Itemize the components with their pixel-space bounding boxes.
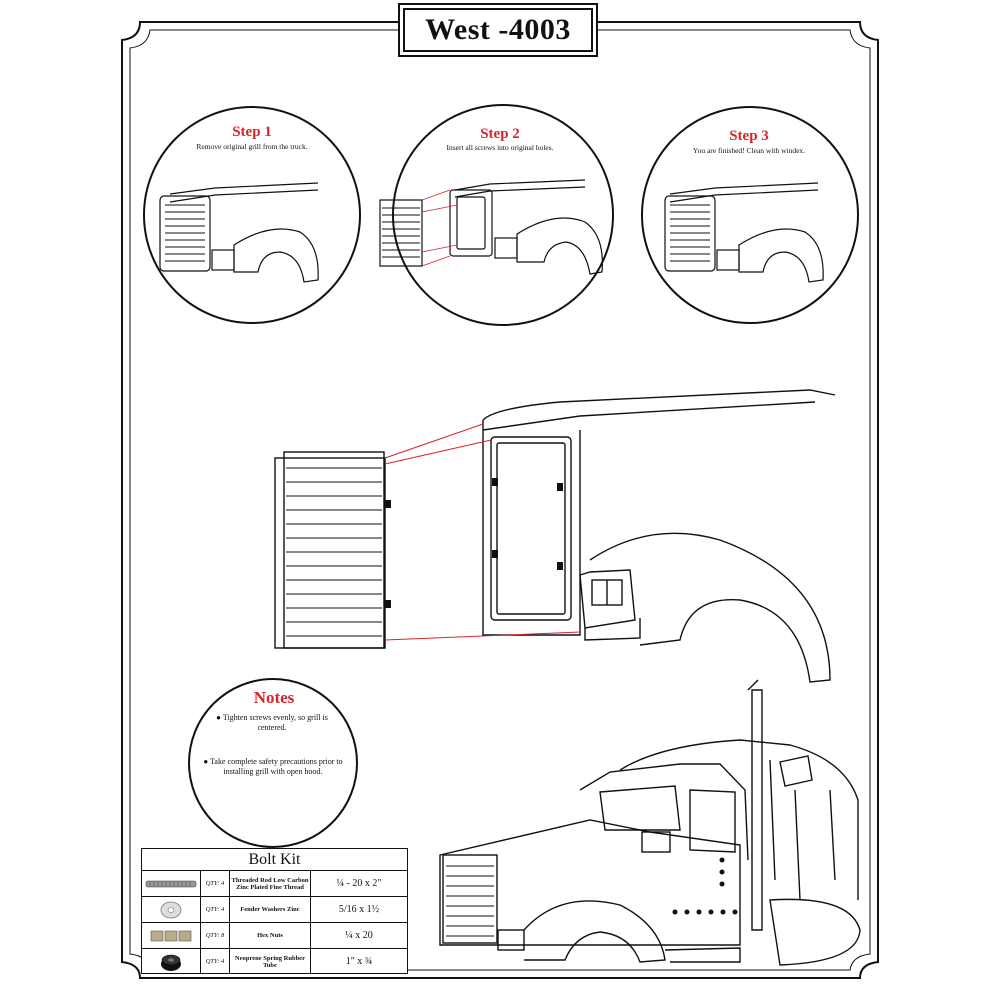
step-2-illustration bbox=[379, 104, 614, 326]
note-text: Take complete safety precautions prior t… bbox=[210, 757, 343, 776]
table-row: QTY: 4 Neoprene Spring Rubber Tube 1" x … bbox=[142, 949, 407, 974]
rubber-tube-icon bbox=[142, 949, 201, 974]
step-1-label: Step 1 bbox=[232, 124, 272, 140]
qty-cell: QTY: 4 bbox=[201, 897, 230, 922]
note-text: Tighten screws evenly, so grill is cente… bbox=[222, 713, 328, 732]
bolt-kit-title: Bolt Kit bbox=[142, 849, 407, 871]
hex-nut-icon bbox=[142, 923, 201, 948]
note-item: ● Take complete safety precautions prior… bbox=[203, 757, 343, 776]
note-item: ● Tighten screws evenly, so grill is cen… bbox=[216, 713, 328, 732]
size-cell: ¼ x 20 bbox=[345, 930, 373, 941]
table-row: QTY: 4 Threaded Rod Low Carbon Zinc Plat… bbox=[142, 871, 407, 897]
model-title: West -4003 bbox=[403, 8, 593, 52]
step-3-illustration bbox=[641, 106, 859, 324]
desc-cell: Threaded Rod Low Carbon Zinc Plated Fine… bbox=[230, 871, 311, 896]
step-3-text: You are finished! Clean with windex. bbox=[692, 146, 806, 155]
size-cell: 1" x ¾ bbox=[345, 956, 373, 967]
size-cell: ¼ - 20 x 2" bbox=[336, 878, 382, 889]
step-3-label: Step 3 bbox=[729, 128, 769, 144]
ornate-border bbox=[121, 21, 879, 979]
table-row: QTY: 8 Hex Nuts ¼ x 20 bbox=[142, 923, 407, 949]
desc-cell: Neoprene Spring Rubber Tube bbox=[230, 949, 311, 974]
size-cell: 5/16 x 1½ bbox=[338, 904, 380, 915]
bolt-kit-table: Bolt Kit QTY: 4 Threaded Rod Low Carbon … bbox=[141, 848, 408, 974]
step-2-label: Step 2 bbox=[480, 126, 520, 142]
qty-cell: QTY: 8 bbox=[201, 923, 230, 948]
step-1-illustration bbox=[143, 106, 361, 324]
desc-cell: Hex Nuts bbox=[230, 923, 311, 948]
qty-cell: QTY: 4 bbox=[201, 871, 230, 896]
step-2-text: Insert all screws into original holes. bbox=[446, 143, 554, 152]
exploded-grill-view bbox=[274, 389, 836, 683]
qty-cell: QTY: 4 bbox=[201, 949, 230, 974]
table-row: QTY: 4 Fender Washers Zinc 5/16 x 1½ bbox=[142, 897, 407, 923]
step-1-text: Remove original grill from the truck. bbox=[196, 142, 308, 151]
notes-title: Notes bbox=[253, 688, 295, 707]
notes-circle bbox=[188, 678, 358, 848]
truck-illustration bbox=[439, 679, 861, 966]
threaded-rod-icon bbox=[142, 871, 201, 896]
desc-cell: Fender Washers Zinc bbox=[230, 897, 311, 922]
washer-icon bbox=[142, 897, 201, 922]
